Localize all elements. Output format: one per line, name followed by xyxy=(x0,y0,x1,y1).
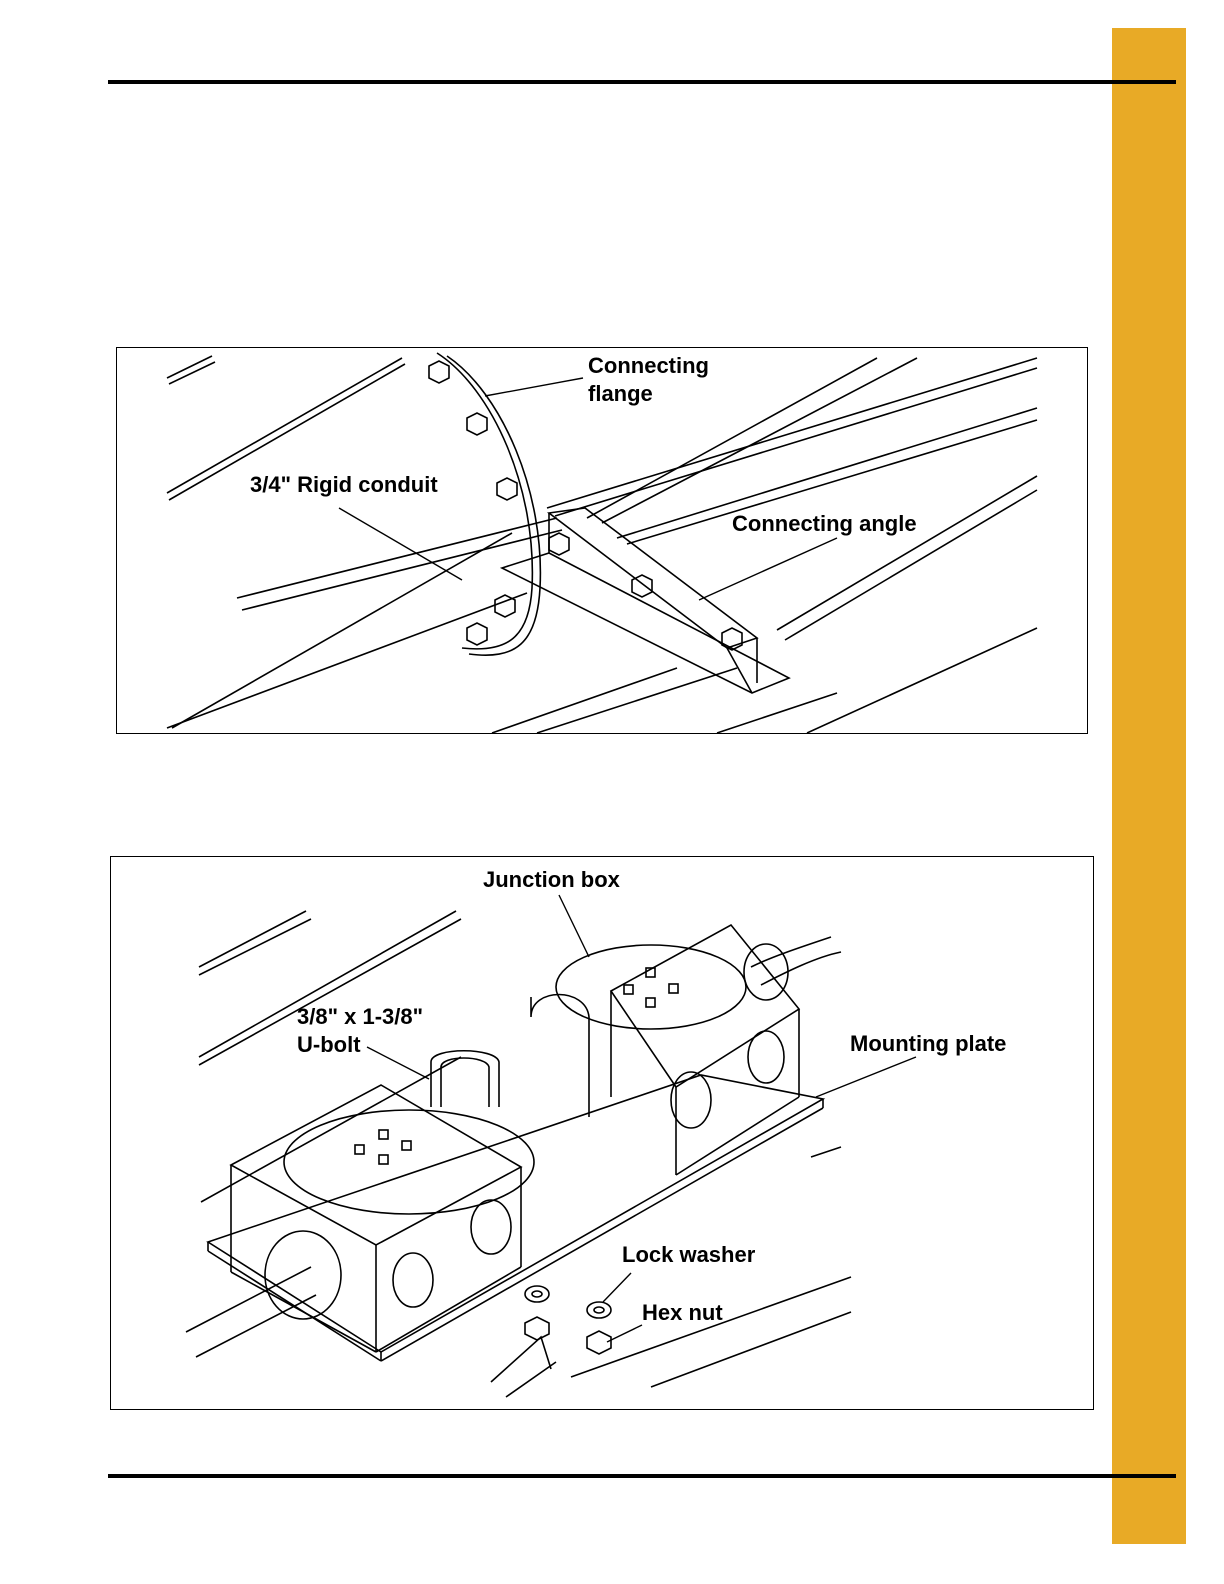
chapter-tab-strip xyxy=(1112,28,1186,1544)
figure-junction-box: Junction box 3/8" x 1-3/8" U-bolt Mounti… xyxy=(110,856,1094,1410)
callout-mounting-plate: Mounting plate xyxy=(850,1030,1006,1058)
callout-hex-nut: Hex nut xyxy=(642,1299,723,1327)
callout-u-bolt: 3/8" x 1-3/8" U-bolt xyxy=(297,1003,423,1059)
header-rule xyxy=(108,80,1176,84)
figure-connecting-angle: Connecting flange 3/4" Rigid conduit Con… xyxy=(116,347,1088,734)
callout-rigid-conduit: 3/4" Rigid conduit xyxy=(250,471,438,499)
callout-lock-washer: Lock washer xyxy=(622,1241,755,1269)
junction-box-drawing xyxy=(111,857,1093,1409)
callout-connecting-angle: Connecting angle xyxy=(732,510,917,538)
footer-rule xyxy=(108,1474,1176,1478)
callout-junction-box: Junction box xyxy=(483,866,620,894)
callout-connecting-flange: Connecting flange xyxy=(588,352,709,408)
